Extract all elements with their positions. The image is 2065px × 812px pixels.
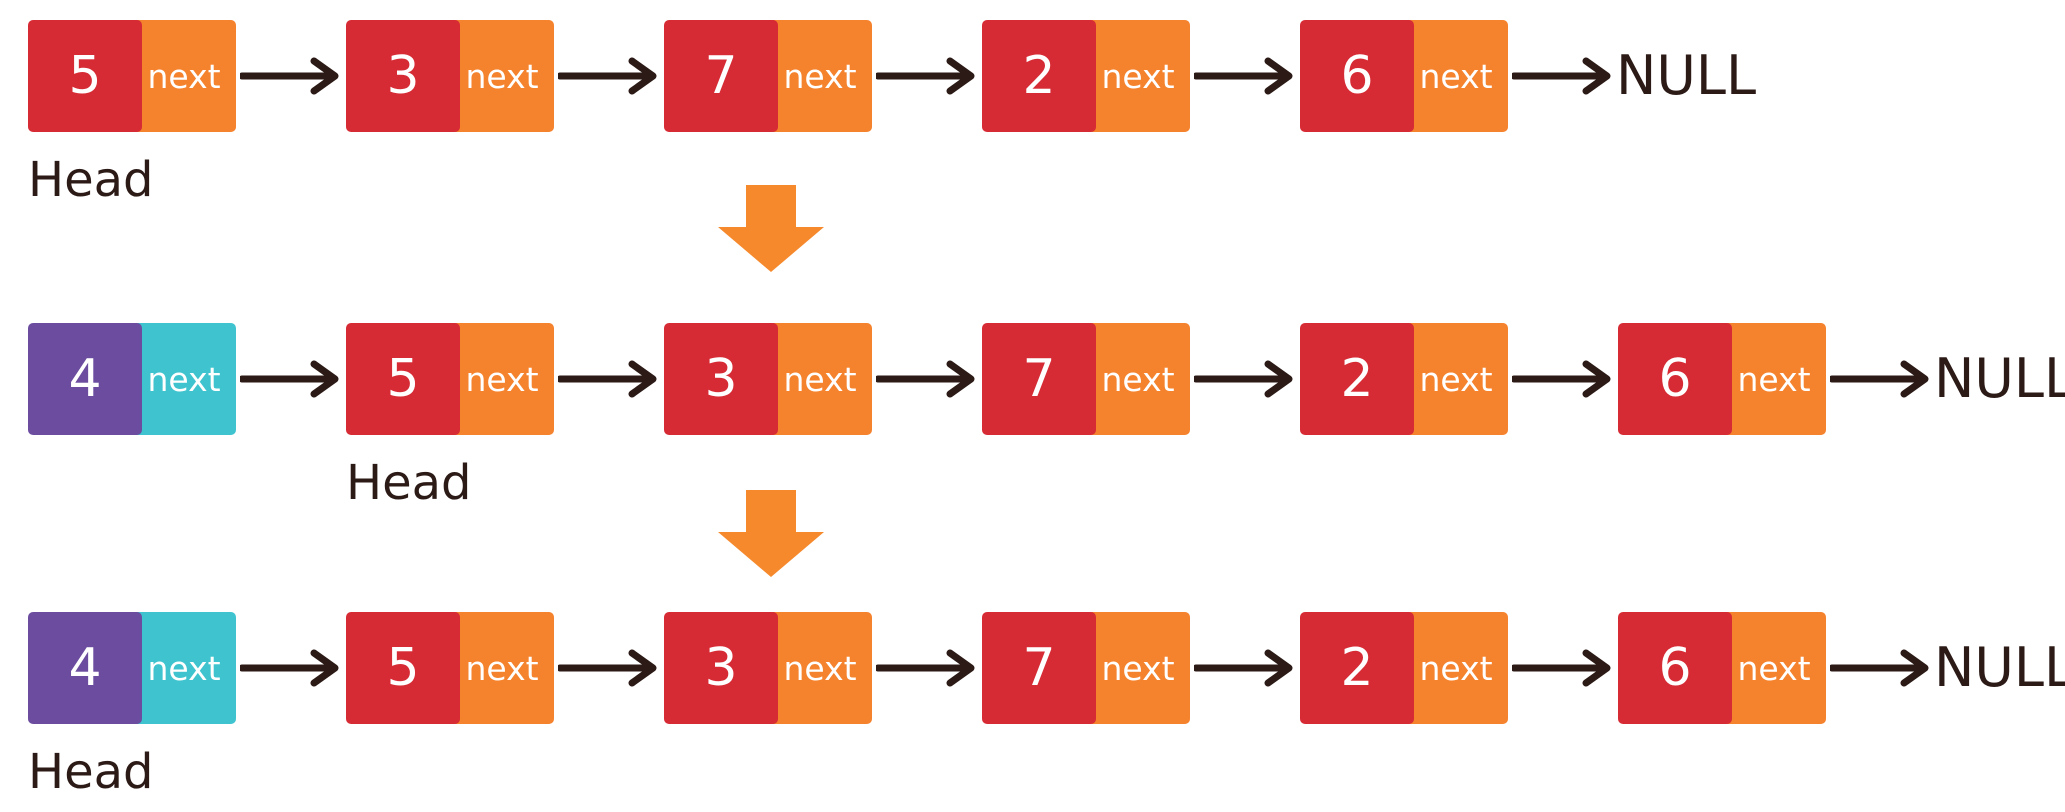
node-next-pointer: next: [1086, 612, 1190, 724]
right-arrow-icon: [240, 57, 339, 95]
down-arrow-icon: [718, 185, 824, 272]
node-value-box: 7: [664, 20, 778, 132]
node-next-pointer: next: [450, 323, 554, 435]
node-value-box: 2: [1300, 323, 1414, 435]
right-arrow-icon: [240, 649, 339, 687]
right-arrow-icon: [240, 360, 339, 398]
right-arrow-icon: [876, 649, 975, 687]
node-value-box: 2: [1300, 612, 1414, 724]
right-arrow-icon: [1194, 57, 1293, 95]
node-value-box: 3: [664, 323, 778, 435]
node-next-pointer: next: [450, 20, 554, 132]
node-value-box: 5: [346, 323, 460, 435]
node-next-pointer: next: [132, 323, 236, 435]
right-arrow-icon: [876, 57, 975, 95]
node-value-box: 6: [1618, 323, 1732, 435]
node-next-pointer: next: [768, 323, 872, 435]
node-next-pointer: next: [1722, 323, 1826, 435]
node-next-pointer: next: [1086, 20, 1190, 132]
head-label: Head: [346, 455, 472, 511]
node-value-box: 5: [346, 612, 460, 724]
right-arrow-icon: [1830, 649, 1929, 687]
head-label: Head: [28, 152, 154, 208]
right-arrow-icon: [1512, 360, 1611, 398]
node-next-pointer: next: [768, 612, 872, 724]
right-arrow-icon: [1194, 649, 1293, 687]
node-next-pointer: next: [1086, 323, 1190, 435]
node-value-box: 3: [346, 20, 460, 132]
node-value-box: 7: [982, 612, 1096, 724]
node-value-box: 4: [28, 323, 142, 435]
right-arrow-icon: [1512, 57, 1611, 95]
right-arrow-icon: [558, 57, 657, 95]
node-next-pointer: next: [132, 20, 236, 132]
node-next-pointer: next: [1404, 612, 1508, 724]
node-next-pointer: next: [768, 20, 872, 132]
down-arrow-icon: [718, 490, 824, 577]
node-value-box: 6: [1300, 20, 1414, 132]
node-value-box: 3: [664, 612, 778, 724]
node-value-box: 5: [28, 20, 142, 132]
right-arrow-icon: [558, 360, 657, 398]
node-next-pointer: next: [1404, 20, 1508, 132]
null-terminator: NULL: [1934, 636, 2065, 699]
right-arrow-icon: [558, 649, 657, 687]
node-next-pointer: next: [132, 612, 236, 724]
node-next-pointer: next: [1404, 323, 1508, 435]
right-arrow-icon: [1194, 360, 1293, 398]
null-terminator: NULL: [1616, 44, 1757, 107]
right-arrow-icon: [1830, 360, 1929, 398]
head-label: Head: [28, 744, 154, 800]
node-value-box: 6: [1618, 612, 1732, 724]
node-next-pointer: next: [450, 612, 554, 724]
node-value-box: 7: [982, 323, 1096, 435]
node-value-box: 4: [28, 612, 142, 724]
right-arrow-icon: [876, 360, 975, 398]
node-value-box: 2: [982, 20, 1096, 132]
node-next-pointer: next: [1722, 612, 1826, 724]
right-arrow-icon: [1512, 649, 1611, 687]
null-terminator: NULL: [1934, 347, 2065, 410]
